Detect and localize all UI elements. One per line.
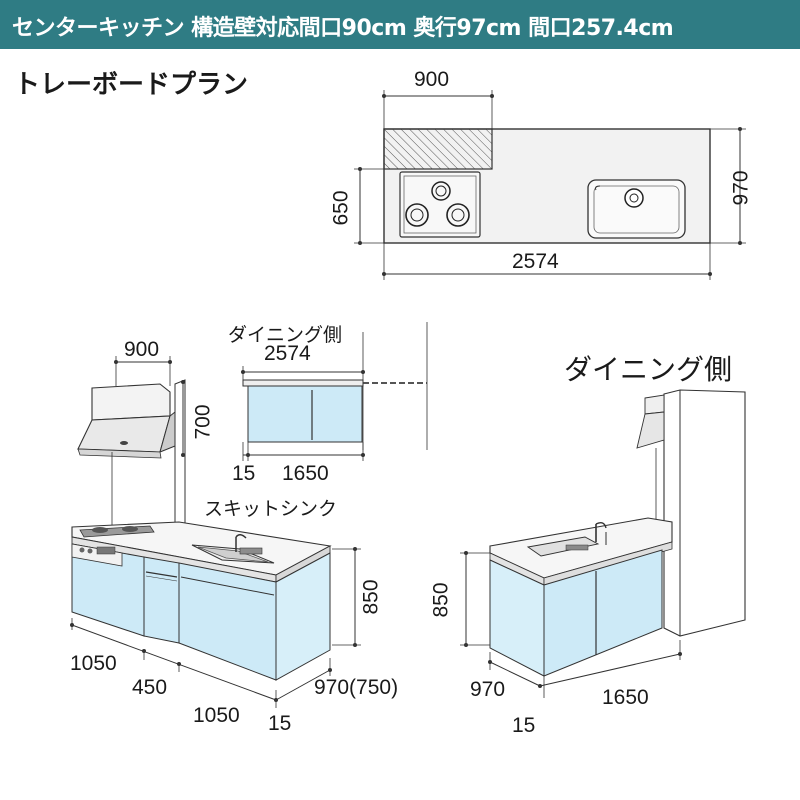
cabinet-left bbox=[71, 543, 145, 637]
dining-dim-gap: 15 bbox=[512, 714, 536, 737]
dining-dim-depth: 970 bbox=[470, 678, 506, 701]
dining-view-title: ダイニング側 bbox=[564, 354, 733, 385]
dining-hood bbox=[636, 394, 665, 525]
dim-end-gap: 15 bbox=[268, 712, 292, 735]
plan-dim-wall-width: 900 bbox=[414, 68, 450, 91]
plan-sink bbox=[587, 179, 686, 239]
cabinet-side-panel bbox=[275, 552, 331, 681]
dining-dim-height: 850 bbox=[429, 582, 453, 618]
header-bar: センターキッチン 構造壁対応間口90cm 奥行97cm 間口257.4cm bbox=[0, 0, 800, 49]
dining-sink bbox=[526, 521, 607, 557]
plan-dim-total-width: 2574 bbox=[512, 250, 559, 273]
range-hood bbox=[77, 383, 176, 526]
dim-segment-left: 1050 bbox=[70, 652, 117, 675]
plan-structural-wall bbox=[383, 128, 493, 170]
tray-dining-side-label: ダイニング側 bbox=[228, 324, 343, 346]
page-title: センターキッチン 構造壁対応間口90cm 奥行97cm 間口257.4cm bbox=[12, 16, 674, 41]
tray-dim-cabinet: 1650 bbox=[282, 462, 329, 485]
dining-cabinet-front bbox=[543, 549, 663, 677]
sink-label: スキットシンク bbox=[204, 498, 338, 520]
dim-depth-alt: 970(750) bbox=[314, 676, 399, 699]
cooktop bbox=[79, 525, 155, 538]
tray-dim-gap: 15 bbox=[232, 462, 256, 485]
sink-basin bbox=[191, 534, 275, 564]
dining-dim-width: 1650 bbox=[602, 686, 649, 709]
plan-cooktop bbox=[399, 171, 481, 238]
hood-dim-width: 900 bbox=[124, 338, 160, 361]
dim-segment-middle: 450 bbox=[132, 676, 168, 699]
tray-board-elevation bbox=[242, 322, 428, 450]
tray-dim-width: 2574 bbox=[264, 342, 311, 365]
plan-title: トレーボードプラン bbox=[14, 70, 249, 100]
dim-segment-right: 1050 bbox=[193, 704, 240, 727]
dining-wall bbox=[663, 389, 746, 637]
